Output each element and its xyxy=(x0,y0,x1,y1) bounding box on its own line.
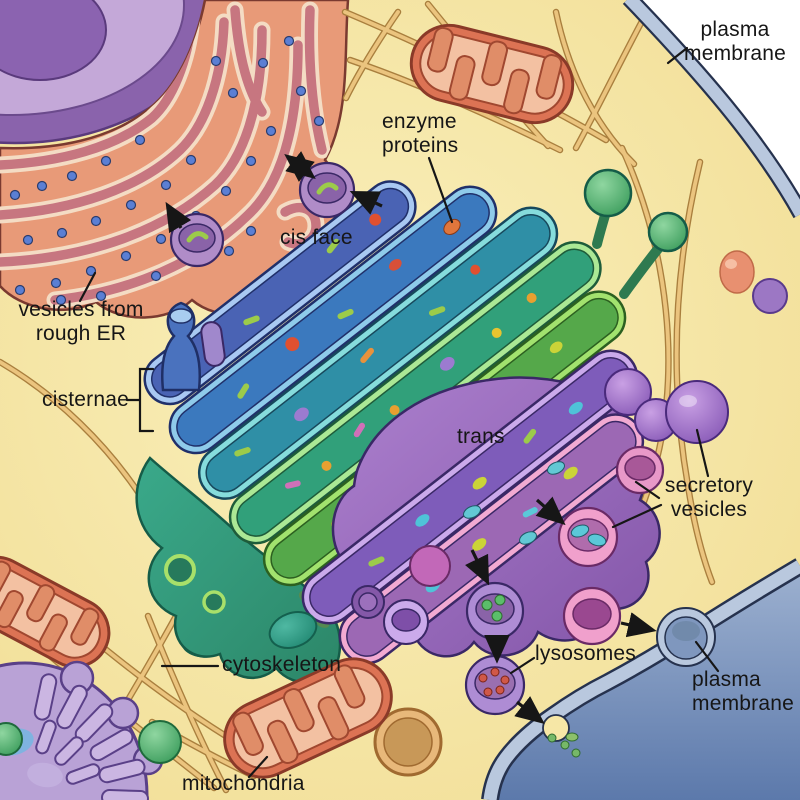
smooth-er xyxy=(0,660,164,800)
er-to-vesicle-arrow xyxy=(284,151,316,182)
mitochondrion-left xyxy=(0,555,111,669)
ribosomes xyxy=(9,35,325,306)
leader-plasma-membrane-top xyxy=(666,46,689,65)
cisternae-bracket xyxy=(125,367,155,433)
vesicle-bean-teal xyxy=(268,611,318,649)
leader-mitochondria xyxy=(247,755,269,779)
leader-lines xyxy=(78,46,720,779)
leader-lysosomes xyxy=(509,656,536,675)
label-enzyme-proteins: enzyme proteins xyxy=(382,110,459,157)
golgi-cis-bud xyxy=(161,301,226,392)
vesicle-sphere-magenta xyxy=(409,545,451,587)
golgi-green-buds xyxy=(583,168,689,299)
nucleus xyxy=(0,0,185,116)
leader-secretory-2 xyxy=(634,480,661,500)
mitochondrion-bottom xyxy=(223,657,393,779)
vesicle-to-pit-arrow xyxy=(620,612,657,638)
transport-vesicles xyxy=(169,161,356,268)
label-secretory-vesicles: secretory vesicles xyxy=(664,474,754,521)
nucleolus xyxy=(0,0,107,81)
vesicle-to-er-arrow xyxy=(165,201,192,234)
label-cytoskeleton: cytoskeleton xyxy=(222,653,342,676)
secretory-vesicles xyxy=(557,368,729,646)
plasma-membrane-top-right xyxy=(622,0,800,219)
label-mitochondria: mitochondria xyxy=(182,772,305,795)
label-lysosomes: lysosomes xyxy=(535,642,636,665)
misc-vesicles xyxy=(373,250,788,777)
vesicle-to-cis-arrow xyxy=(349,190,383,215)
golgi-apparatus xyxy=(135,168,689,684)
golgi-trans-details xyxy=(351,461,565,645)
lysosome-to-membrane-arrow xyxy=(514,696,545,724)
leader-secretory-1 xyxy=(695,428,710,478)
trans-to-vesicle-arrow xyxy=(535,496,566,526)
label-cisternae: cisternae xyxy=(42,388,130,411)
label-plasma-membrane-bottom: plasma membrane xyxy=(692,668,794,715)
leader-vesicles-rough-er xyxy=(78,271,97,303)
mitochondrion-top xyxy=(409,23,575,125)
trans-to-lysosome-arrow xyxy=(465,549,490,586)
label-plasma-membrane-top: plasma membrane xyxy=(684,18,786,65)
leader-enzyme-proteins xyxy=(427,156,454,224)
label-trans: trans xyxy=(457,425,505,448)
leader-secretory-3 xyxy=(611,503,663,529)
plasma-membrane-bottom-right xyxy=(481,558,800,800)
leader-plasma-membrane-bottom xyxy=(694,640,720,673)
flow-arrows xyxy=(165,151,657,724)
label-cis-face: cis face xyxy=(280,226,353,249)
label-vesicles-from-rough-er: vesicles from rough ER xyxy=(18,298,144,345)
exocytosis-site xyxy=(542,714,581,758)
golgi-trans-cisternae xyxy=(301,349,645,665)
lysosome-vesicles xyxy=(464,581,526,716)
